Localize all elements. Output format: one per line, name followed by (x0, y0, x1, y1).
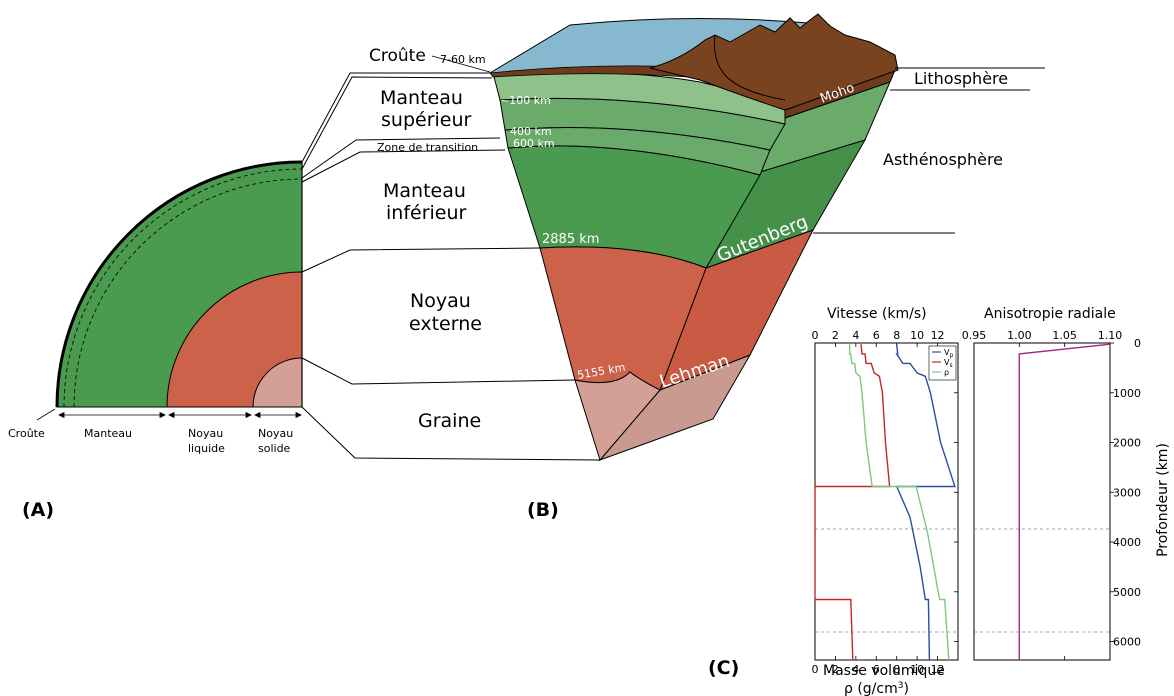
tick-label: 0.95 (962, 329, 987, 342)
tick-label: 1000 (1113, 387, 1141, 400)
label-lithosphere: Lithosphère (914, 69, 1008, 88)
depth-600: 600 km (513, 137, 555, 150)
depth-crust: 7-60 km (440, 53, 486, 66)
legend-label: Vp (944, 348, 953, 359)
transition-dashed-2 (73, 178, 303, 408)
panel-letter-a: (A) (22, 499, 54, 521)
label-noyau-solide-1: Noyau (258, 427, 293, 440)
tick-label: 8 (893, 329, 900, 342)
tick-label: 0 (1134, 337, 1141, 350)
label-manteau-sup-2: supérieur (381, 109, 472, 131)
tick-label: 2 (832, 663, 839, 676)
tick-label: 12 (931, 329, 945, 342)
label-manteau-a: Manteau (84, 427, 132, 440)
right-ylabel: Profondeur (km) (1155, 443, 1171, 557)
ocean-top (488, 18, 831, 74)
tick-label: 12 (931, 663, 945, 676)
tick-label: 2 (832, 329, 839, 342)
panel-letter-b: (B) (527, 499, 559, 521)
legend-label: Vs (944, 358, 953, 369)
label-zone-transition: Zone de transition (377, 141, 478, 154)
tick-label: 6 (873, 329, 880, 342)
left-top-title: Vitesse (km/s) (827, 306, 927, 322)
tick-label: 10 (910, 329, 924, 342)
crust-outline (55, 160, 303, 408)
depth-100: ~100 km (500, 94, 551, 107)
tick-label: 4 (852, 329, 859, 342)
continent-ridge (714, 34, 786, 101)
plot-right-y-ticks: 0 1000 2000 3000 4000 5000 6000 (954, 337, 1141, 649)
panel-letter-c: (C) (708, 657, 739, 679)
label-noyau-liquide-1: Noyau (188, 427, 223, 440)
label-manteau-inf-2: inférieur (386, 202, 467, 224)
depth-2885: 2885 km (542, 232, 599, 247)
tick-label: 1.10 (1098, 329, 1123, 342)
earth-wedge (488, 13, 899, 462)
tick-label: 4 (852, 663, 859, 676)
label-croute-a: Croûte (8, 427, 45, 440)
plot-right-series (1018, 343, 1111, 660)
quarter-earth (55, 160, 303, 408)
tick-label: 1.00 (1007, 329, 1032, 342)
tick-label: 2000 (1113, 437, 1141, 450)
series-line-vp (895, 344, 956, 661)
label-noyau-ext-2: externe (409, 313, 482, 335)
series-line-vs (814, 344, 891, 661)
tick-label: 1.05 (1052, 329, 1077, 342)
series-line-rho (849, 344, 950, 661)
label-manteau-sup-1: Manteau (380, 87, 463, 109)
right-top-title: Anisotropie radiale (984, 306, 1116, 322)
plot-left-series (814, 344, 956, 661)
dimension-arrows (36, 408, 302, 421)
tick-label: 5000 (1113, 586, 1141, 599)
continent-mountains (649, 13, 899, 111)
tick-label: 0 (812, 663, 819, 676)
label-noyau-ext-1: Noyau (410, 290, 471, 312)
left-face-inner-core (574, 371, 661, 462)
region-lines (813, 67, 1045, 234)
depth-400: 400 km (510, 125, 552, 138)
inner-core-region (252, 357, 303, 408)
label-manteau-inf-1: Manteau (383, 180, 466, 202)
left-bottom-title: Masse volumique (823, 663, 945, 679)
label-croute-b: Croûte (369, 46, 426, 66)
plot-right: 0.95 1.00 1.05 1.10 0 1000 2000 3000 4000 5000 60… (954, 329, 1141, 661)
tick-label: 6 (873, 663, 880, 676)
connector-lines (301, 72, 601, 461)
label-asthenosphere: Asthénosphère (883, 150, 1003, 169)
label-noyau-liquide-2: liquide (188, 442, 225, 455)
left-bottom-unit: ρ (g/cm3) (844, 681, 909, 696)
plot-right-top-ticks: 0.95 1.00 1.05 1.10 (962, 329, 1123, 660)
tick-label: 0 (812, 329, 819, 342)
label-graine: Graine (418, 410, 481, 432)
series-line-anisotropy (1018, 343, 1111, 660)
plot-right-frame (973, 342, 1111, 661)
tick-label: 3000 (1113, 486, 1141, 499)
tick-label: 4000 (1113, 536, 1141, 549)
tick-label: 10 (910, 663, 924, 676)
label-noyau-solide-2: solide (258, 442, 291, 455)
plot-left-frame (814, 342, 959, 661)
legend-label: ρ (944, 368, 949, 377)
tick-label: 6000 (1113, 636, 1141, 649)
tick-label: 8 (893, 663, 900, 676)
